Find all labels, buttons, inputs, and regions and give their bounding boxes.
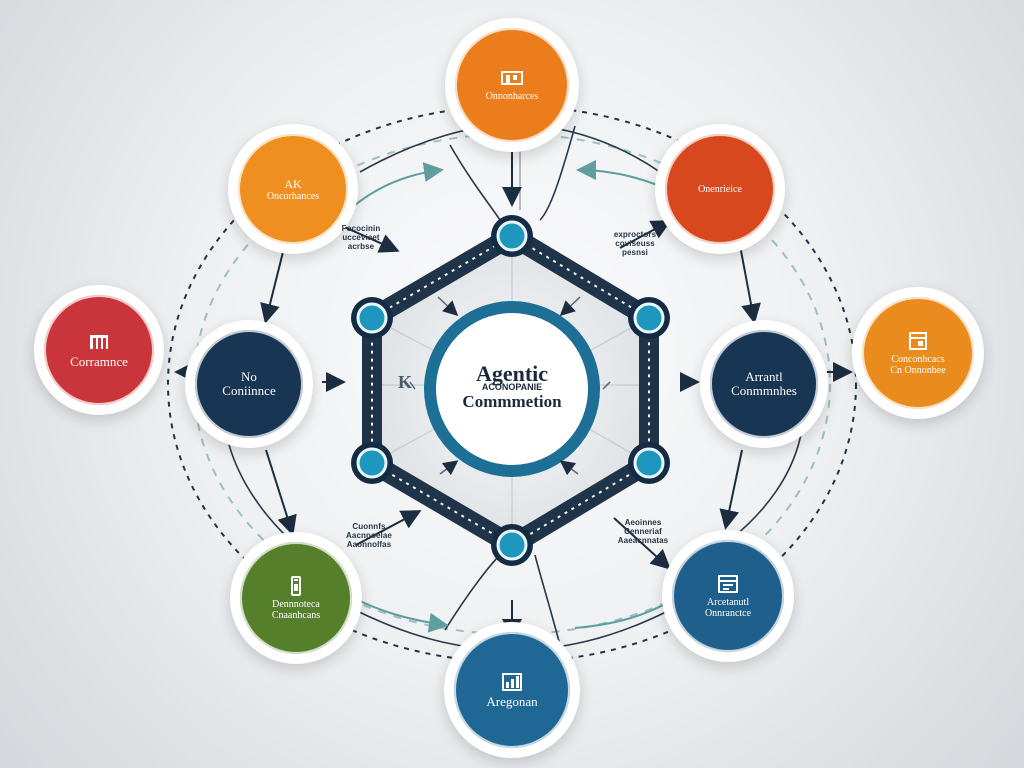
node-inner-left-top-label: No <box>241 369 257 384</box>
node-lower-right-label: Arcetanutl <box>706 596 750 608</box>
annotation-lower-right-line-1: Aeoinnes <box>624 518 662 527</box>
node-lower-left: Dennnoteca Cnaanhcans <box>230 532 362 664</box>
phone-icon <box>291 575 301 596</box>
node-lower-left-core: Dennnoteca Cnaanhcans <box>240 542 352 654</box>
annotation-upper-right-line-1: exproctors <box>613 230 657 239</box>
node-lower-left-label: Dennnoteca <box>272 598 320 610</box>
annotation-lower-left-line-3: Aaonnolfas <box>346 540 392 549</box>
node-left-core: Corramnce <box>44 295 154 405</box>
node-upper-left-core: AK Oncorhances <box>238 134 348 244</box>
node-bottom: Aregonan <box>444 622 580 758</box>
center-left-k-label: K <box>398 372 413 392</box>
node-top-label: Onnonharces <box>485 91 539 102</box>
building-icon <box>501 71 523 85</box>
annotation-lower-left: Cuonnfs Aacnnoelae Aaonnolfas <box>334 522 404 550</box>
node-upper-right: Onenrieice <box>655 124 785 254</box>
node-lower-right-bottom-label: Onnranctce <box>704 607 752 619</box>
node-lower-right: Arcetanutl Onnranctce <box>662 530 794 662</box>
node-top-core: Onnonharces <box>455 28 569 142</box>
chart-icon <box>502 672 522 691</box>
node-upper-left: AK Oncorhances <box>228 124 358 254</box>
node-right-label: Conconhcacs <box>891 353 945 365</box>
center-pointer-arrows <box>409 296 611 476</box>
annotation-upper-left-line-1: Fococinin <box>341 224 381 233</box>
annotation-lower-left-line-2: Aacnnoelae <box>346 531 392 540</box>
node-inner-right-top-label: Arrantl <box>745 369 783 384</box>
center-subtitle: ACONOPANIE <box>481 382 543 392</box>
node-bottom-label: Aregonan <box>486 693 538 709</box>
node-inner-right: Arrantl Conmmnhes <box>700 320 828 448</box>
node-inner-right-core: Arrantl Conmmnhes <box>710 330 818 438</box>
hexagon-vertices <box>351 215 670 566</box>
annotation-lower-right-line-2: Cenneriaf <box>624 527 662 536</box>
node-upper-right-label: Onenrieice <box>698 183 742 195</box>
annotation-upper-left: Fococinin ucceviaet acrbse <box>326 224 396 252</box>
center-label: Agentic ACONOPANIE Commmetion <box>437 334 587 444</box>
annotation-lower-right-line-3: Aaeacnnatas <box>617 536 669 545</box>
node-lower-right-core: Arcetanutl Onnranctce <box>672 540 784 652</box>
node-inner-left: No Coniinnce <box>185 320 313 448</box>
node-bottom-core: Aregonan <box>454 632 570 748</box>
node-right-core: Conconhcacs Cn Onnonbee <box>862 297 974 409</box>
node-left-label: Corramnce <box>70 353 128 369</box>
node-right: Conconhcacs Cn Onnonbee <box>852 287 984 419</box>
annotation-upper-right: exproctors coviseuss pesnsi <box>600 230 670 258</box>
annotation-lower-left-line-1: Cuonnfs <box>352 522 386 531</box>
node-left: Corramnce <box>34 285 164 415</box>
node-inner-right-label: Conmmnhes <box>731 383 797 398</box>
annotation-upper-right-line-2: coviseuss <box>615 239 655 248</box>
center-main-label: Commmetion <box>462 392 562 411</box>
node-right-bottom-label: Cn Onnonbee <box>890 364 946 376</box>
calendar-icon <box>909 331 927 350</box>
annotation-upper-left-line-3: acrbse <box>347 242 375 251</box>
node-inner-left-label: Coniinnce <box>222 383 276 398</box>
annotation-upper-left-line-2: ucceviaet <box>342 233 380 242</box>
outer-dashed-ring <box>167 105 857 663</box>
store-icon <box>90 334 108 349</box>
node-top: Onnonharces <box>445 18 579 152</box>
node-upper-left-label: Oncorhances <box>266 190 320 202</box>
node-lower-left-bottom-label: Cnaanhcans <box>271 609 321 621</box>
node-upper-right-core: Onenrieice <box>665 134 775 244</box>
navy-arrows <box>174 135 853 639</box>
center-hub <box>424 301 600 477</box>
server-icon <box>718 574 738 593</box>
node-inner-left-core: No Coniinnce <box>195 330 303 438</box>
annotation-lower-right: Aeoinnes Cenneriaf Aaeacnnatas <box>608 518 678 546</box>
node-upper-left-top-label: AK <box>284 176 302 191</box>
annotation-upper-right-line-3: pesnsi <box>622 248 648 257</box>
center-title: Agentic <box>475 361 549 386</box>
